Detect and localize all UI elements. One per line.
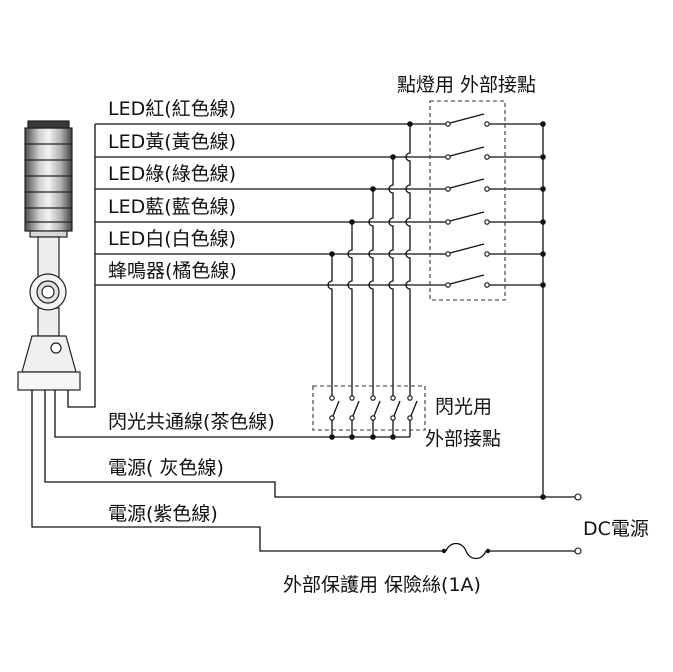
switch-contact	[484, 219, 490, 225]
junction-dot	[540, 219, 546, 225]
switch-contact	[329, 415, 335, 421]
wire-label-power-gray: 電源( 灰色線)	[108, 457, 224, 479]
switch-contact	[329, 395, 335, 401]
fuse-terminal-dot	[485, 548, 491, 554]
mount-screw-icon	[50, 342, 62, 354]
tower-pole-upper	[37, 236, 60, 278]
switch-contact	[445, 219, 451, 225]
flash-drop-white	[327, 254, 333, 396]
signal-cable-bus	[67, 124, 96, 408]
switch-contact	[484, 282, 490, 288]
wire-label-led-blue: LED藍(藍色線)	[108, 196, 236, 218]
switch-contact	[445, 154, 451, 160]
switch-contact	[407, 415, 413, 421]
junction-dot	[407, 121, 413, 127]
dc-terminal-positive	[574, 493, 582, 501]
tower-light-unit	[24, 127, 73, 232]
signal-tower	[17, 120, 81, 391]
flash-contact-label-line1: 閃光用	[435, 396, 492, 418]
dc-supply-label: DC電源	[583, 518, 649, 540]
junction-dot	[540, 494, 546, 500]
switch-contact	[349, 415, 355, 421]
wire-label-led-yellow: LED黃(黃色線)	[108, 131, 236, 153]
lighting-contact-title: 點燈用 外部接點	[397, 74, 536, 96]
junction-dot	[349, 219, 355, 225]
junction-dot	[349, 434, 355, 440]
wire-label-led-white: LED白(白色線)	[108, 228, 236, 250]
junction-dot	[329, 434, 335, 440]
switch-contact	[349, 395, 355, 401]
switch-blade	[449, 113, 485, 124]
junction-dot	[540, 121, 546, 127]
switch-contact	[484, 251, 490, 257]
wire-label-led-green: LED綠(綠色線)	[108, 163, 236, 185]
lighting-contact-box	[429, 100, 506, 301]
flash-switches	[329, 395, 418, 421]
switch-contact	[484, 154, 490, 160]
switch-contact	[445, 186, 451, 192]
junction-dot	[370, 434, 376, 440]
switch-blade	[352, 400, 360, 417]
flash-drop-red	[405, 124, 411, 396]
fuse-icon	[445, 542, 487, 560]
junction-dot	[540, 154, 546, 160]
wire-label-flash-common: 閃光共通線(茶色線)	[108, 411, 275, 433]
wire-power-gray	[44, 390, 575, 498]
junction-dot	[540, 186, 546, 192]
lighting-switches	[445, 113, 490, 288]
switch-contact	[370, 395, 376, 401]
junction-dot	[390, 434, 396, 440]
tower-pole-lower	[37, 307, 60, 337]
fuse-terminal-dot	[441, 548, 447, 554]
switch-blade	[410, 400, 418, 417]
wire-label-led-red: LED紅(紅色線)	[108, 98, 236, 120]
switch-blade	[449, 274, 485, 285]
switch-blade	[449, 243, 485, 254]
flash-drop-blue	[347, 222, 353, 396]
junction-dot	[370, 186, 376, 192]
flash-drop-yellow	[388, 157, 394, 396]
switch-contact	[407, 395, 413, 401]
switch-contact	[445, 282, 451, 288]
fuse-label: 外部保護用 保險絲(1A)	[283, 574, 481, 596]
switch-blade	[449, 146, 485, 157]
switch-blade	[332, 400, 340, 417]
tower-base	[17, 371, 81, 391]
junction-dots	[329, 121, 546, 554]
switch-contact	[484, 186, 490, 192]
switch-contact	[390, 395, 396, 401]
flash-contact-box	[312, 385, 426, 431]
wire-label-buzzer: 蜂鳴器(橘色線)	[108, 260, 237, 282]
switch-contact	[445, 251, 451, 257]
switch-contact	[370, 415, 376, 421]
switch-blade	[373, 400, 381, 417]
switch-blade	[449, 178, 485, 189]
tower-mount-bracket	[21, 335, 77, 373]
wire-label-power-purple: 電源(紫色線)	[108, 503, 218, 525]
junction-dot	[540, 282, 546, 288]
switch-contact	[390, 415, 396, 421]
wire-power-purple	[31, 390, 442, 552]
junction-dot	[540, 251, 546, 257]
tower-cap	[27, 120, 70, 129]
junction-dot	[390, 154, 396, 160]
junction-dot	[329, 251, 335, 257]
wire-flash-common-brown	[54, 390, 410, 438]
flash-drop-green	[368, 189, 374, 396]
switch-contact	[445, 121, 451, 127]
switch-blade	[449, 211, 485, 222]
switch-blade	[393, 400, 401, 417]
tower-joint-inner	[41, 285, 55, 299]
dc-terminal-negative	[574, 547, 582, 555]
switch-contact	[484, 121, 490, 127]
tower-bottom-ring	[29, 230, 68, 238]
flash-contact-label-line2: 外部接點	[425, 428, 501, 450]
